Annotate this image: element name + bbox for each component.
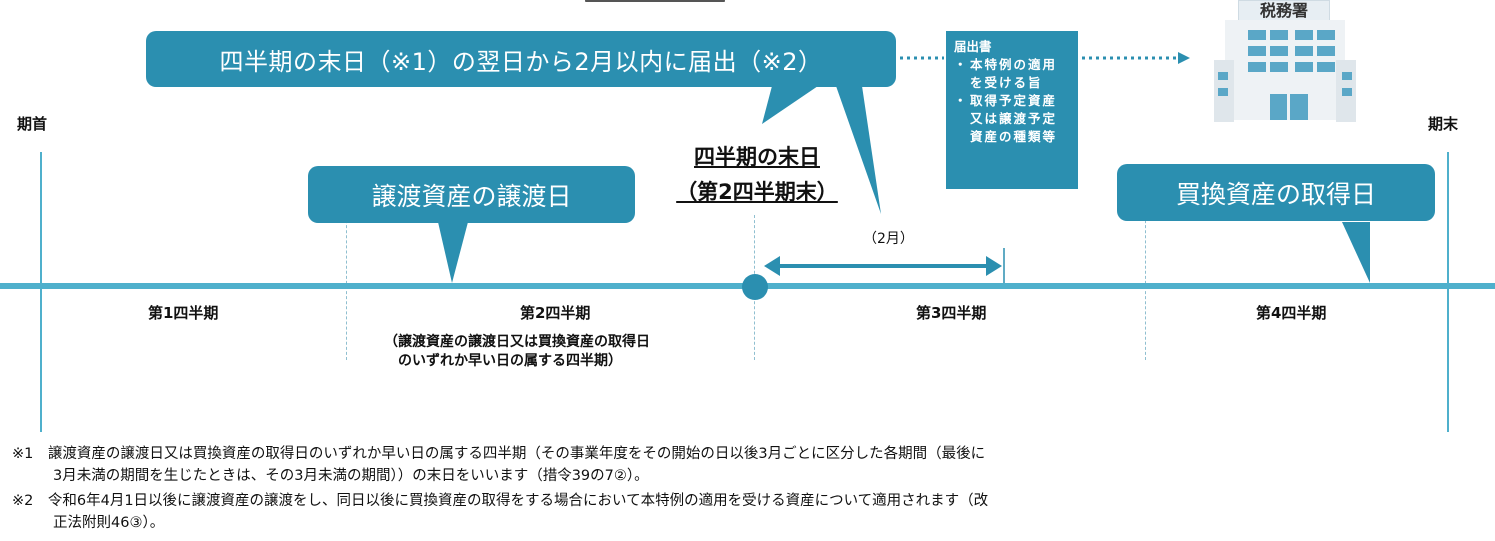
transfer-date-callout: 譲渡資産の譲渡日 — [308, 166, 635, 223]
quarter-label-3: 第3四半期 — [916, 304, 987, 322]
q2-note-line1: （譲渡資産の譲渡日又は買換資産の取得日 — [384, 334, 650, 350]
dotted-connector-head — [1178, 52, 1190, 64]
acquisition-pointer — [1342, 222, 1370, 283]
quarter-end-marker — [742, 274, 768, 300]
q2-note-line2: のいずれか早い日の属する四半期） — [398, 353, 622, 369]
notice-title: 届出書 — [954, 39, 992, 54]
period-start-line — [40, 152, 42, 432]
deadline-pointer-right — [836, 86, 881, 214]
period-end-label: 期末 — [1428, 115, 1459, 133]
notice-box: 届出書 本特例の適用を受ける旨 取得予定資産又は譲渡予定資産の種類等 — [946, 31, 1078, 189]
span-arrow-head-right — [986, 256, 1002, 276]
footnote-2-line1: ※2 令和6年4月1日以後に譲渡資産の譲渡をし、同日以後に買換資産の取得をする場… — [12, 493, 989, 509]
deadline-callout: 四半期の末日（※1）の翌日から2月以内に届出（※2） — [146, 31, 896, 87]
period-end-line — [1447, 152, 1449, 432]
quarter-label-1: 第1四半期 — [148, 304, 219, 322]
period-start-label: 期首 — [17, 115, 48, 133]
tax-office: 税務署 — [1200, 0, 1370, 122]
quarter-end-title: 四半期の末日 — [694, 145, 820, 169]
notice-item: 取得予定資産又は譲渡予定資産の種類等 — [954, 92, 1070, 146]
quarter-label-2: 第2四半期 — [520, 304, 591, 322]
span-arrow-head-left — [764, 256, 780, 276]
top-fragment — [585, 0, 725, 6]
quarter-end-subtitle: （第2四半期末） — [676, 180, 838, 204]
tax-office-name: 税務署 — [1259, 1, 1308, 20]
acquisition-date-callout: 買換資産の取得日 — [1117, 164, 1435, 221]
deadline-pointer-left — [762, 86, 818, 124]
notice-item: 本特例の適用を受ける旨 — [954, 56, 1070, 92]
quarter-label-4: 第4四半期 — [1256, 304, 1327, 322]
footnote-2-line2: 正法附則46③）。 — [53, 515, 165, 531]
tax-office-sign: 税務署 — [1238, 0, 1330, 22]
span-label: （2月） — [863, 231, 914, 247]
office-building-icon — [1214, 20, 1356, 122]
footnote-1-line1: ※1 譲渡資産の譲渡日又は買換資産の取得日のいずれか早い日の属する四半期（その事… — [12, 446, 986, 462]
transfer-pointer — [438, 222, 468, 283]
notice-list: 本特例の適用を受ける旨 取得予定資産又は譲渡予定資産の種類等 — [954, 56, 1070, 146]
footnote-1-line2: 3月未満の期間を生じたときは、その3月未満の期間））の末日をいいます（措令39の… — [53, 468, 649, 484]
